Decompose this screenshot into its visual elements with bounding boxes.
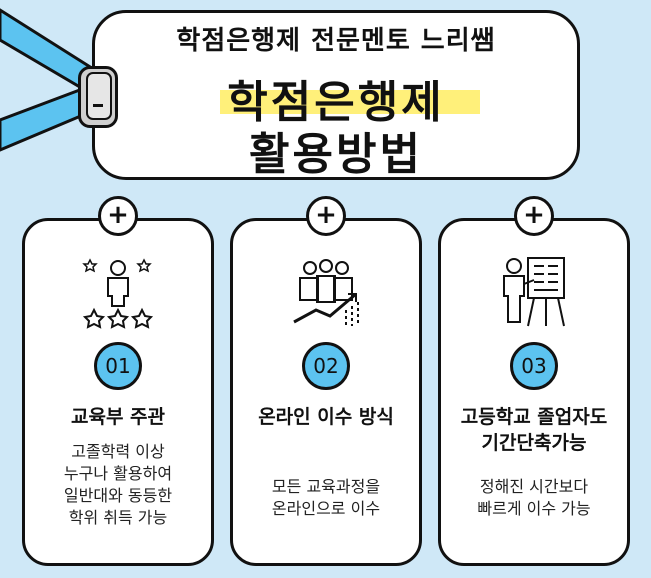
step-number-badge: 01 (94, 342, 142, 390)
desc-line: 일반대와 동등한 (63, 486, 173, 505)
tag-clip-mark (93, 104, 103, 107)
plus-icon: + (306, 196, 346, 236)
desc-line: 고졸학력 이상 (71, 442, 165, 461)
header-title-line2: 활용방법 (249, 129, 423, 180)
team-growth-chart-icon (293, 259, 359, 326)
plus-icon: + (98, 196, 138, 236)
title-highlight (220, 90, 480, 114)
desc-line: 빠르게 이수 가능 (477, 499, 591, 518)
step-number-badge: 03 (510, 342, 558, 390)
card-1-title: 교육부 주관 (70, 406, 165, 428)
desc-line: 정해진 시간보다 (479, 477, 589, 496)
person-with-stars-icon (82, 258, 154, 329)
card-3 (438, 218, 630, 566)
card-2-description: 모든 교육과정을 온라인으로 이수 (230, 476, 422, 520)
presentation-board-icon (503, 257, 565, 327)
tag-clip-slot (86, 72, 112, 120)
card-1-description: 고졸학력 이상 누구나 활용하여 일반대와 동등한 학위 취득 가능 (22, 441, 214, 529)
card-3-title: 고등학교 졸업자도 기간단축가능 (438, 404, 630, 456)
desc-line: 모든 교육과정을 (271, 477, 381, 496)
header-title-line1: 학점은행제 (227, 77, 445, 128)
desc-line: 누구나 활용하여 (63, 464, 173, 483)
card-3-title-line: 기간단축가능 (481, 432, 587, 454)
card-2-title: 온라인 이수 방식 (258, 406, 394, 428)
desc-line: 온라인으로 이수 (271, 499, 381, 518)
header-subtitle: 학점은행제 전문멘토 느리쌤 (176, 26, 496, 56)
card-3-description: 정해진 시간보다 빠르게 이수 가능 (438, 476, 630, 520)
card-3-title-line: 고등학교 졸업자도 (460, 406, 608, 428)
plus-icon: + (514, 196, 554, 236)
desc-line: 학위 취득 가능 (68, 508, 168, 527)
card-1 (22, 218, 214, 566)
step-number-badge: 02 (302, 342, 350, 390)
